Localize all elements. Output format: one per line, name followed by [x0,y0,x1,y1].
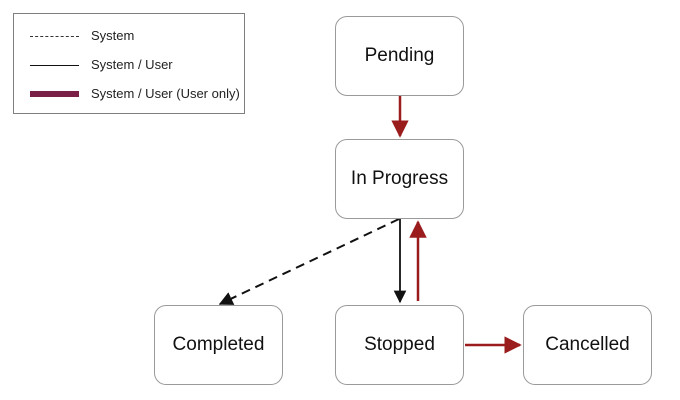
legend-item-user-only: System / User (User only) [14,85,244,105]
legend-label-user-only: System / User (User only) [91,86,240,101]
state-pending-label: Pending [364,45,435,66]
thick-line-swatch [30,91,79,97]
state-cancelled-label: Cancelled [545,334,630,355]
legend-label-system-user: System / User [91,57,173,72]
legend-label-system: System [91,28,135,43]
state-stopped-label: Stopped [364,334,435,355]
legend-item-system-user: System / User [14,56,244,76]
state-completed: Completed [154,305,283,385]
state-in-progress-label: In Progress [350,168,449,189]
state-cancelled: Cancelled [523,305,652,385]
transition-in-progress-to-completed [218,218,400,305]
dashed-line-swatch [30,36,79,37]
state-pending: Pending [335,16,464,96]
legend-item-system: System [14,27,244,47]
state-completed-label: Completed [172,334,265,355]
solid-line-swatch [30,65,79,66]
legend: System System / User System / User (User… [13,13,245,114]
state-stopped: Stopped [335,305,464,385]
state-in-progress: In Progress [335,139,464,219]
